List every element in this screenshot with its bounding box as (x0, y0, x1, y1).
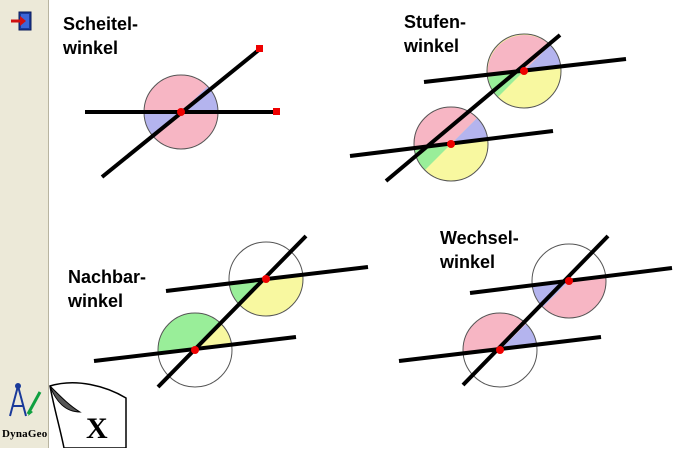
transversal-line (461, 234, 610, 387)
diagram-nachbar: Nachbar- winkel (67, 234, 369, 389)
transversal-line (156, 234, 308, 389)
intersection-point (447, 140, 455, 148)
diagram-title-line2: winkel (403, 36, 459, 56)
intersection-point (565, 277, 573, 285)
geometry-canvas: Scheitel- winkel Stufen- winkel (62, 12, 673, 389)
diagram-title-line2: winkel (439, 252, 495, 272)
page-curl-x-icon: X (46, 378, 136, 449)
diagram-stufen: Stufen- winkel (349, 12, 627, 183)
diagram-title-line1: Stufen- (404, 12, 466, 32)
handle-point[interactable] (273, 108, 280, 115)
diagram-title-line2: winkel (62, 38, 118, 58)
exit-door-icon[interactable] (8, 8, 36, 36)
handle-point[interactable] (256, 45, 263, 52)
transversal-line (384, 33, 562, 183)
intersection-point (520, 67, 528, 75)
compass-logo-icon (0, 378, 48, 448)
intersection-point (191, 346, 199, 354)
logo-text: DynaGeo (2, 428, 48, 440)
logo-page-letter: X (86, 412, 108, 445)
intersection-point (177, 108, 185, 116)
intersection-point (496, 346, 504, 354)
intersection-point (262, 275, 270, 283)
sidebar: DynaGeo (0, 0, 49, 448)
diagram-title-line2: winkel (67, 291, 123, 311)
diagram-wechsel: Wechsel- winkel (398, 228, 673, 388)
diagram-scheitel: Scheitel- winkel (62, 14, 280, 179)
diagram-title-line1: Nachbar- (68, 267, 146, 287)
diagram-title-line1: Scheitel- (63, 14, 138, 34)
diagram-title-line1: Wechsel- (440, 228, 519, 248)
